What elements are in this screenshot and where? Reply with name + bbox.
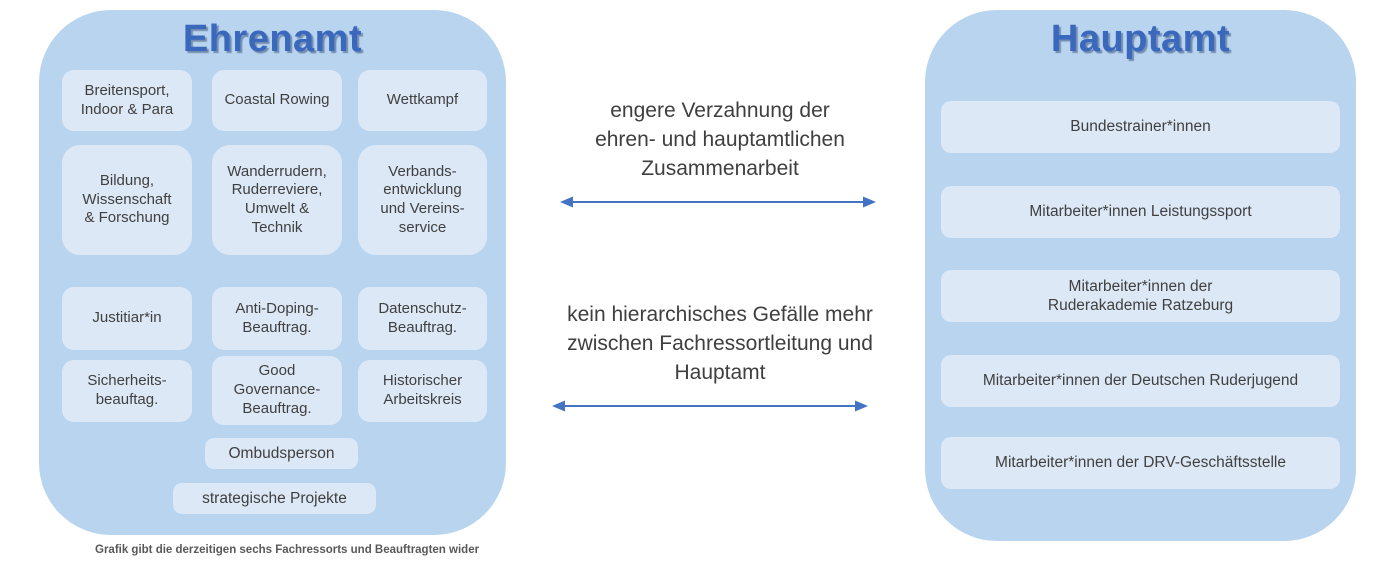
- statement-kein-gefaelle: kein hierarchisches Gefälle mehr zwische…: [567, 303, 873, 384]
- hauptamt-title: Hauptamt: [1050, 18, 1231, 60]
- statement-verzahnung: engere Verzahnung der ehren- und hauptam…: [595, 99, 845, 180]
- hauptamt-panel: Hauptamt Bundestrainer*innen Mitarbeiter…: [925, 10, 1356, 541]
- box-sicherheitsbeauftragte: Sicherheits- beauftag.: [62, 360, 192, 422]
- caption-text: Grafik gibt die derzeitigen sechs Fachre…: [95, 544, 480, 556]
- box-anti-doping-beauftragte: Anti-Doping- Beauftrag.: [212, 287, 342, 350]
- ehrenamt-panel: Ehrenamt Breitensport, Indoor & Para Coa…: [39, 10, 506, 535]
- box-mitarbeiter-ruderakademie: Mitarbeiter*innen der Ruderakademie Ratz…: [941, 270, 1340, 322]
- box-bundestrainer: Bundestrainer*innen: [941, 101, 1340, 153]
- box-wettkampf: Wettkampf: [358, 70, 487, 131]
- box-justitiar: Justitiar*in: [62, 287, 192, 350]
- box-good-governance-beauftragte: Good Governance- Beauftrag.: [212, 356, 342, 425]
- box-strategische-projekte: strategische Projekte: [173, 483, 376, 514]
- box-breitensport-indoor-para: Breitensport, Indoor & Para: [62, 70, 192, 131]
- box-wanderrudern-ruderreviere: Wanderrudern, Ruderreviere, Umwelt & Tec…: [212, 145, 342, 255]
- box-historischer-arbeitskreis: Historischer Arbeitskreis: [358, 360, 487, 422]
- box-coastal-rowing: Coastal Rowing: [212, 70, 342, 131]
- double-arrow-icon: [552, 399, 868, 418]
- box-mitarbeiter-geschaeftsstelle: Mitarbeiter*innen der DRV-Geschäftsstell…: [941, 437, 1340, 489]
- box-mitarbeiter-ruderjugend: Mitarbeiter*innen der Deutschen Ruderjug…: [941, 355, 1340, 407]
- box-mitarbeiter-leistungssport: Mitarbeiter*innen Leistungssport: [941, 186, 1340, 238]
- box-ombudsperson: Ombudsperson: [205, 438, 358, 469]
- double-arrow-icon: [560, 195, 876, 214]
- box-bildung-wissenschaft-forschung: Bildung, Wissenschaft & Forschung: [62, 145, 192, 255]
- ehrenamt-title: Ehrenamt: [182, 18, 363, 60]
- box-verbandsentwicklung-vereinsservice: Verbands- entwicklung und Vereins- servi…: [358, 145, 487, 255]
- box-datenschutz-beauftragte: Datenschutz- Beauftrag.: [358, 287, 487, 350]
